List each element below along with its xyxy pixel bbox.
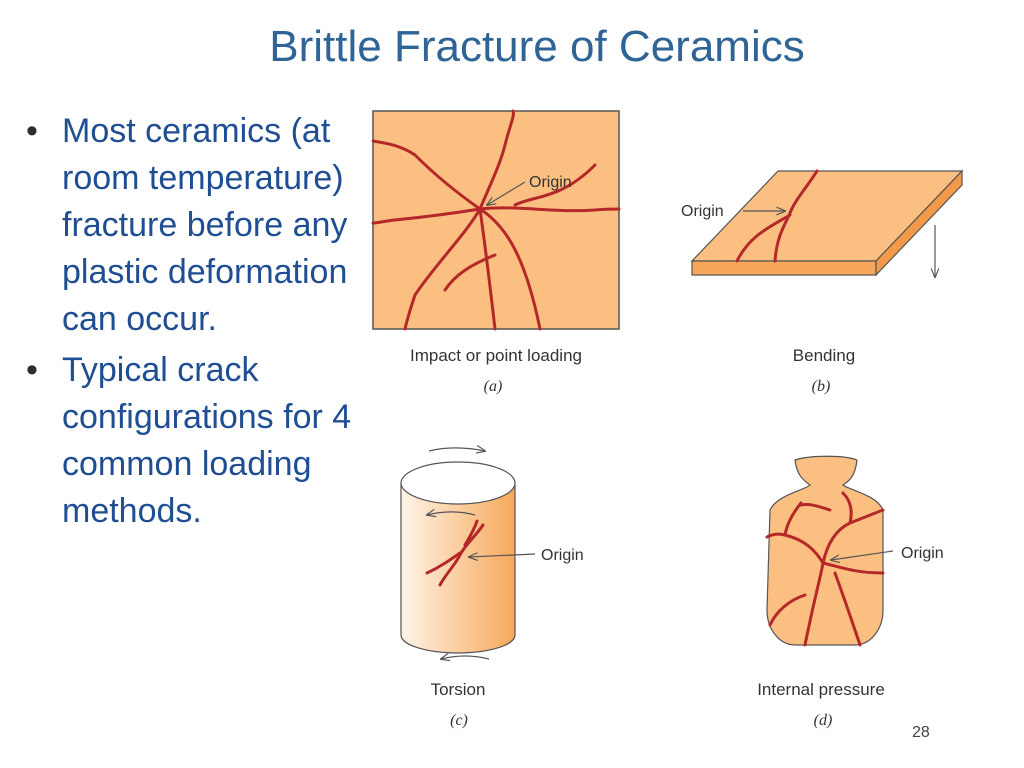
panel-label: (d) <box>814 712 833 729</box>
crack-lines <box>371 109 621 331</box>
cylinder-top <box>400 461 516 505</box>
origin-label: Origin <box>529 174 572 191</box>
bullet-text: Most ceramics (at room temperature) frac… <box>62 112 348 338</box>
panel-label: (c) <box>450 712 468 729</box>
bullet-dot-icon: • <box>26 351 38 389</box>
torque-arrow-icon <box>441 656 490 659</box>
origin-label: Origin <box>541 547 584 564</box>
origin-pointer <box>487 181 526 205</box>
bullet-dot-icon: • <box>26 112 38 150</box>
panel-torsion: Origin Torsion (c) <box>400 448 584 729</box>
panel-label: (b) <box>812 378 831 395</box>
ceramic-beam-side <box>875 169 963 277</box>
panel-bending: Origin Bending (b) <box>681 169 964 395</box>
bullet-text: Typical crack configurations for 4 commo… <box>62 351 352 530</box>
fracture-figure: Origin Impact or point loading (a) Origi… <box>365 105 975 740</box>
crack-lines <box>425 519 485 587</box>
panel-label: (a) <box>484 378 503 395</box>
panel-caption: Impact or point loading <box>410 346 582 365</box>
torque-arrow-icon <box>428 448 485 451</box>
origin-label: Origin <box>901 545 944 562</box>
ceramic-plate <box>372 110 620 330</box>
bullet-item: • Typical crack configurations for 4 comm… <box>22 347 362 535</box>
crack-lines <box>735 169 819 263</box>
panel-impact: Origin Impact or point loading (a) <box>371 109 621 395</box>
page-number: 28 <box>912 724 930 741</box>
panel-caption: Bending <box>793 346 855 365</box>
bullet-list: • Most ceramics (at room temperature) fra… <box>22 108 362 539</box>
ceramic-beam-front <box>691 260 877 276</box>
crack-lines <box>765 491 885 647</box>
origin-pointer <box>469 554 536 557</box>
slide-title: Brittle Fracture of Ceramics <box>269 22 805 71</box>
origin-label: Origin <box>681 203 724 220</box>
panel-caption: Internal pressure <box>757 680 885 699</box>
ceramic-bottle <box>766 455 884 646</box>
ceramic-cylinder <box>400 483 516 654</box>
bullet-item: • Most ceramics (at room temperature) fra… <box>22 108 362 343</box>
panel-internal-pressure: Origin Internal pressure (d) <box>757 455 944 729</box>
origin-pointer <box>831 550 894 560</box>
torque-arrow-icon <box>427 512 476 515</box>
panel-caption: Torsion <box>431 680 486 699</box>
